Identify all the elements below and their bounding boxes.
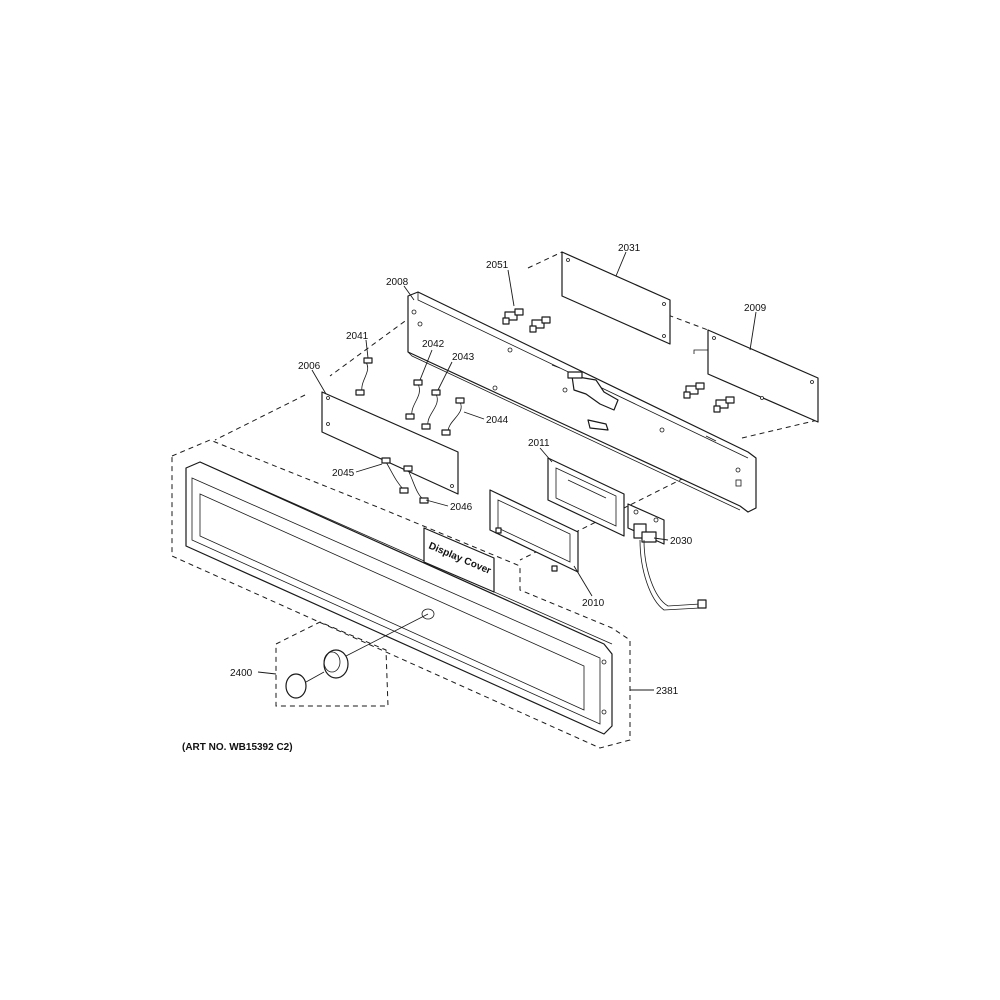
callout-2031: 2031: [618, 243, 641, 254]
part-2008-bracket: [407, 291, 757, 513]
part-2011-display: [547, 457, 625, 537]
part-2051-switches: [502, 308, 735, 413]
callout-2006: 2006: [298, 361, 321, 372]
wire-harnesses: [355, 357, 465, 504]
callout-2041: 2041: [346, 331, 369, 342]
leader-lines: [257, 251, 757, 691]
part-2006-board: [321, 391, 459, 495]
callout-2051: 2051: [486, 260, 509, 271]
callout-2043: 2043: [452, 352, 475, 363]
callout-2044: 2044: [486, 415, 509, 426]
callout-2046: 2046: [450, 502, 473, 513]
callout-2008: 2008: [386, 277, 409, 288]
callout-2010: 2010: [582, 598, 605, 609]
callout-2400: 2400: [230, 668, 253, 679]
callout-2381: 2381: [656, 686, 679, 697]
art-number-caption: (ART NO. WB15392 C2): [182, 742, 293, 753]
part-2400-knob: [275, 613, 429, 707]
callout-2045: 2045: [332, 468, 355, 479]
callout-2030: 2030: [670, 536, 693, 547]
part-2031-board: [561, 251, 671, 345]
part-2010-frame: [489, 489, 579, 573]
callout-2011: 2011: [528, 438, 550, 449]
callout-labels: 2008 2051 2031 2009 2041 2042 2043 2006 …: [230, 243, 767, 697]
callout-2009: 2009: [744, 303, 767, 314]
part-2009-board: [693, 329, 819, 423]
callout-2042: 2042: [422, 339, 445, 350]
part-2030-interface: [627, 503, 707, 611]
